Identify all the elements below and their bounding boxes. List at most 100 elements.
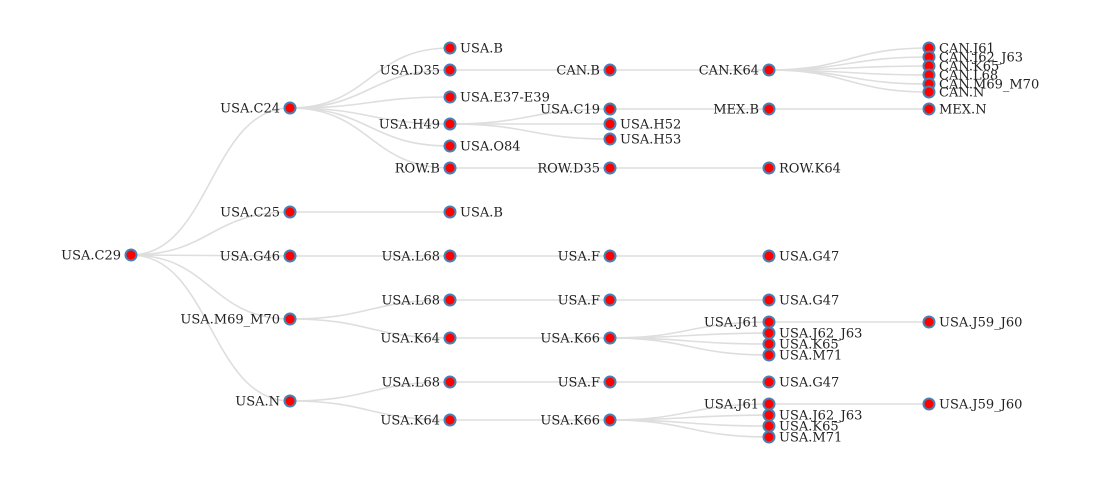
- tree-node-usa-h53[interactable]: USA.H53: [603, 132, 682, 148]
- tree-node-row-d35[interactable]: ROW.D35: [537, 161, 617, 177]
- tree-node-usa-c19[interactable]: USA.C19: [540, 102, 617, 118]
- tree-node-usa-k64[interactable]: USA.K64: [380, 413, 457, 429]
- node-circle[interactable]: [762, 397, 776, 411]
- tree-node-usa-g47[interactable]: USA.G47: [762, 249, 840, 265]
- node-circle[interactable]: [762, 249, 776, 263]
- node-circle[interactable]: [443, 117, 457, 131]
- tree-link: [289, 400, 451, 421]
- tree-node-usa-h49[interactable]: USA.H49: [379, 117, 457, 133]
- tree-node-usa-j59-j60[interactable]: USA.J59_J60: [922, 315, 1023, 331]
- tree-node-usa-g47[interactable]: USA.G47: [762, 293, 840, 309]
- node-circle[interactable]: [603, 375, 617, 389]
- tree-node-can-b[interactable]: CAN.B: [556, 63, 617, 79]
- tree-node-usa-f[interactable]: USA.F: [558, 293, 617, 309]
- tree-node-usa-h52[interactable]: USA.H52: [603, 117, 682, 133]
- node-circle[interactable]: [283, 394, 297, 408]
- node-circle[interactable]: [762, 337, 776, 351]
- node-circle[interactable]: [762, 375, 776, 389]
- node-circle[interactable]: [762, 102, 776, 116]
- node-circle[interactable]: [762, 348, 776, 362]
- node-circle[interactable]: [762, 315, 776, 329]
- tree-node-usa-b[interactable]: USA.B: [443, 205, 503, 221]
- node-circle[interactable]: [603, 249, 617, 263]
- node-circle[interactable]: [762, 419, 776, 433]
- tree-node-can-n[interactable]: CAN.N: [922, 85, 985, 101]
- node-circle[interactable]: [603, 413, 617, 427]
- tree-node-usa-m69-m70[interactable]: USA.M69_M70: [180, 312, 297, 328]
- node-circle[interactable]: [603, 102, 617, 116]
- node-circle[interactable]: [603, 293, 617, 307]
- node-circle[interactable]: [443, 41, 457, 55]
- node-circle[interactable]: [283, 312, 297, 326]
- tree-node-usa-m71[interactable]: USA.M71: [762, 430, 843, 446]
- tree-node-usa-b[interactable]: USA.B: [443, 41, 503, 57]
- tree-node-usa-g46[interactable]: USA.G46: [220, 249, 297, 265]
- tree-node-usa-k65[interactable]: USA.K65: [762, 337, 839, 353]
- tree-node-can-j61[interactable]: CAN.J61: [922, 41, 995, 57]
- tree-node-usa-j62-j63[interactable]: USA.J62_J63: [762, 408, 863, 424]
- node-circle[interactable]: [443, 205, 457, 219]
- tree-node-usa-c29[interactable]: USA.C29: [61, 248, 138, 264]
- tree-node-usa-f[interactable]: USA.F: [558, 375, 617, 391]
- node-circle[interactable]: [762, 430, 776, 444]
- node-circle[interactable]: [762, 293, 776, 307]
- node-circle[interactable]: [443, 293, 457, 307]
- node-circle[interactable]: [283, 101, 297, 115]
- node-circle[interactable]: [443, 161, 457, 175]
- node-circle[interactable]: [443, 139, 457, 153]
- tree-node-can-l68[interactable]: CAN.L68: [922, 68, 999, 84]
- node-circle[interactable]: [603, 161, 617, 175]
- tree-node-usa-n[interactable]: USA.N: [235, 394, 297, 410]
- tree-node-usa-m71[interactable]: USA.M71: [762, 348, 843, 364]
- tree-node-usa-l68[interactable]: USA.L68: [381, 249, 457, 265]
- node-circle[interactable]: [283, 205, 297, 219]
- tree-node-usa-c25[interactable]: USA.C25: [220, 205, 297, 221]
- tree-node-usa-l68[interactable]: USA.L68: [381, 375, 457, 391]
- tree-node-row-b[interactable]: ROW.B: [395, 161, 457, 177]
- node-circle[interactable]: [603, 63, 617, 77]
- node-circle[interactable]: [922, 85, 936, 99]
- tree-node-usa-j61[interactable]: USA.J61: [704, 315, 776, 331]
- node-label: USA.E37-E39: [460, 91, 550, 106]
- tree-node-usa-c24[interactable]: USA.C24: [220, 101, 297, 117]
- tree-node-usa-k64[interactable]: USA.K64: [380, 331, 457, 347]
- node-circle[interactable]: [124, 248, 138, 262]
- tree-node-can-k64[interactable]: CAN.K64: [699, 63, 776, 79]
- node-circle[interactable]: [922, 397, 936, 411]
- tree-node-usa-d35[interactable]: USA.D35: [380, 63, 457, 79]
- tree-link: [609, 419, 770, 438]
- node-circle[interactable]: [762, 161, 776, 175]
- node-label: USA.C25: [220, 206, 280, 221]
- node-circle[interactable]: [922, 315, 936, 329]
- tree-node-usa-j59-j60[interactable]: USA.J59_J60: [922, 397, 1023, 413]
- tree-node-mex-n[interactable]: MEX.N: [922, 102, 987, 118]
- tree-node-usa-f[interactable]: USA.F: [558, 249, 617, 265]
- node-circle[interactable]: [443, 249, 457, 263]
- tree-node-usa-l68[interactable]: USA.L68: [381, 293, 457, 309]
- tree-node-usa-k65[interactable]: USA.K65: [762, 419, 839, 435]
- tree-node-mex-b[interactable]: MEX.B: [713, 102, 776, 118]
- tree-node-usa-g47[interactable]: USA.G47: [762, 375, 840, 391]
- node-circle[interactable]: [443, 413, 457, 427]
- tree-node-can-k65[interactable]: CAN.K65: [922, 59, 1000, 75]
- tree-node-usa-k66[interactable]: USA.K66: [540, 331, 617, 347]
- tree-node-usa-e37-e39[interactable]: USA.E37-E39: [443, 90, 550, 106]
- node-circle[interactable]: [922, 102, 936, 116]
- node-circle[interactable]: [762, 408, 776, 422]
- node-circle[interactable]: [762, 326, 776, 340]
- tree-node-usa-k66[interactable]: USA.K66: [540, 413, 617, 429]
- node-circle[interactable]: [443, 331, 457, 345]
- tree-node-usa-o84[interactable]: USA.O84: [443, 139, 521, 155]
- tree-node-usa-j61[interactable]: USA.J61: [704, 397, 776, 413]
- node-circle[interactable]: [283, 249, 297, 263]
- node-circle[interactable]: [603, 117, 617, 131]
- tree-node-usa-j62-j63[interactable]: USA.J62_J63: [762, 326, 863, 342]
- node-circle[interactable]: [762, 63, 776, 77]
- node-circle[interactable]: [603, 331, 617, 345]
- node-circle[interactable]: [443, 63, 457, 77]
- node-circle[interactable]: [443, 375, 457, 389]
- node-circle[interactable]: [603, 132, 617, 146]
- tree-node-row-k64[interactable]: ROW.K64: [762, 161, 841, 177]
- node-label: USA.L68: [381, 376, 440, 391]
- node-circle[interactable]: [443, 90, 457, 104]
